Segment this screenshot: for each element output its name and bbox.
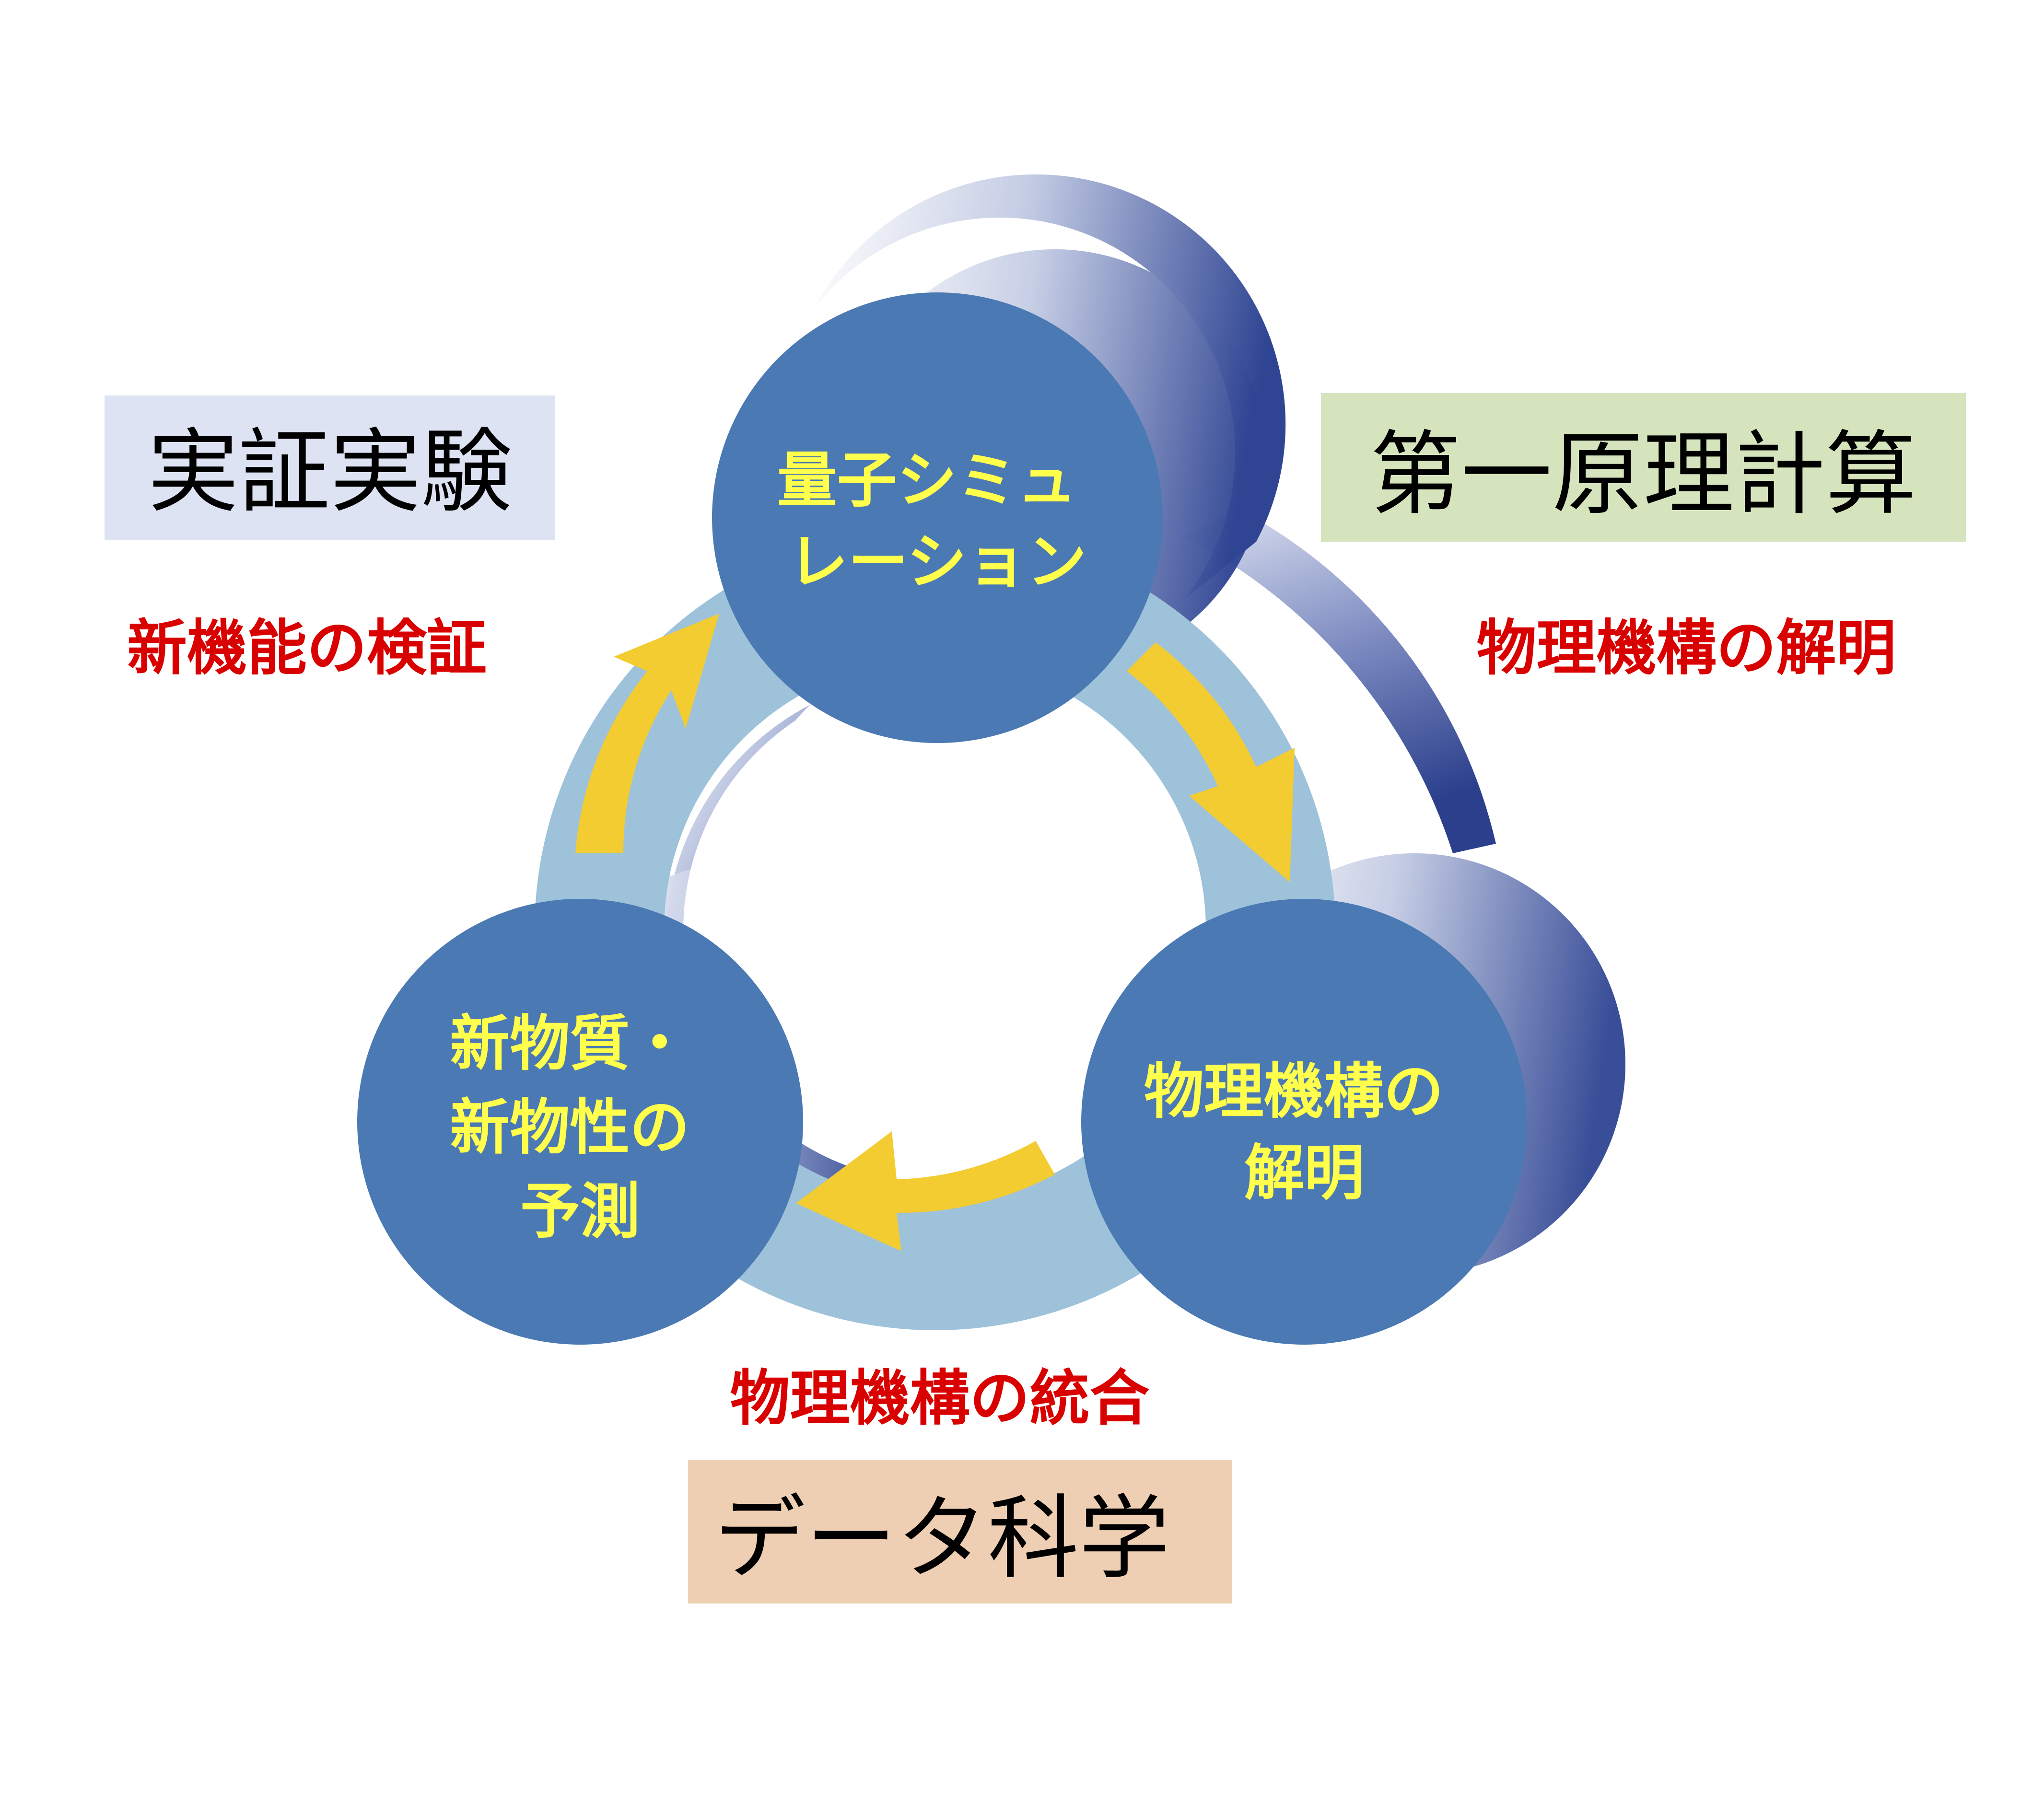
node-right-line-1: 物理機構の <box>1144 1057 1444 1127</box>
annotation-left: 新機能の検証 <box>127 614 487 683</box>
node-left: 新物質・ 新物性の 予測 <box>357 899 803 1345</box>
arrow-left-to-top <box>575 614 719 853</box>
node-top-line-1: 量子シミュ <box>777 446 1077 515</box>
node-top: 量子シミュ レーション <box>712 292 1163 743</box>
box-first-principles-bg <box>1321 393 1966 542</box>
arrow-top-to-right <box>1127 642 1295 882</box>
arrow-right-to-left <box>796 1131 1055 1251</box>
ring-shadow-outer-right <box>1184 508 1496 853</box>
node-left-line-3: 予測 <box>520 1177 640 1246</box>
node-top-line-2: レーション <box>788 527 1087 597</box>
node-left-line-2: 新物性の <box>450 1093 689 1162</box>
box-data-science-bg <box>688 1460 1232 1603</box>
box-first-principles: 第一原理計算 <box>1321 393 1966 542</box>
box-data-science-label: データ科学 <box>714 1486 1170 1592</box>
box-experiment-label: 実証実験 <box>148 419 512 525</box>
box-data-science: データ科学 <box>688 1460 1232 1603</box>
svg-text:物理機構の 解明: 物理機構の 解明 <box>1144 1057 1465 1208</box>
box-first-principles-label: 第一原理計算 <box>1370 421 1916 527</box>
svg-text:新物質・ 新物性の 予測: 新物質・ 新物性の 予測 <box>450 1009 711 1246</box>
node-top-shadow <box>815 174 1286 599</box>
node-right: 物理機構の 解明 <box>1081 899 1527 1345</box>
ring-hole <box>683 678 1187 1182</box>
arrow-group <box>575 614 1295 1251</box>
box-experiment-bg <box>105 395 555 540</box>
node-left-circle <box>357 899 803 1345</box>
box-experiment: 実証実験 <box>105 395 555 540</box>
annotation-bottom: 物理機構の統合 <box>730 1364 1150 1433</box>
node-left-line-1: 新物質・ <box>450 1009 689 1079</box>
node-right-line-2: 解明 <box>1244 1139 1364 1208</box>
node-top-circle <box>712 292 1163 743</box>
svg-text:量子シミュ レーション: 量子シミュ レーション <box>777 446 1098 597</box>
annotation-right: 物理機構の解明 <box>1477 614 1896 683</box>
node-right-circle <box>1081 899 1527 1345</box>
